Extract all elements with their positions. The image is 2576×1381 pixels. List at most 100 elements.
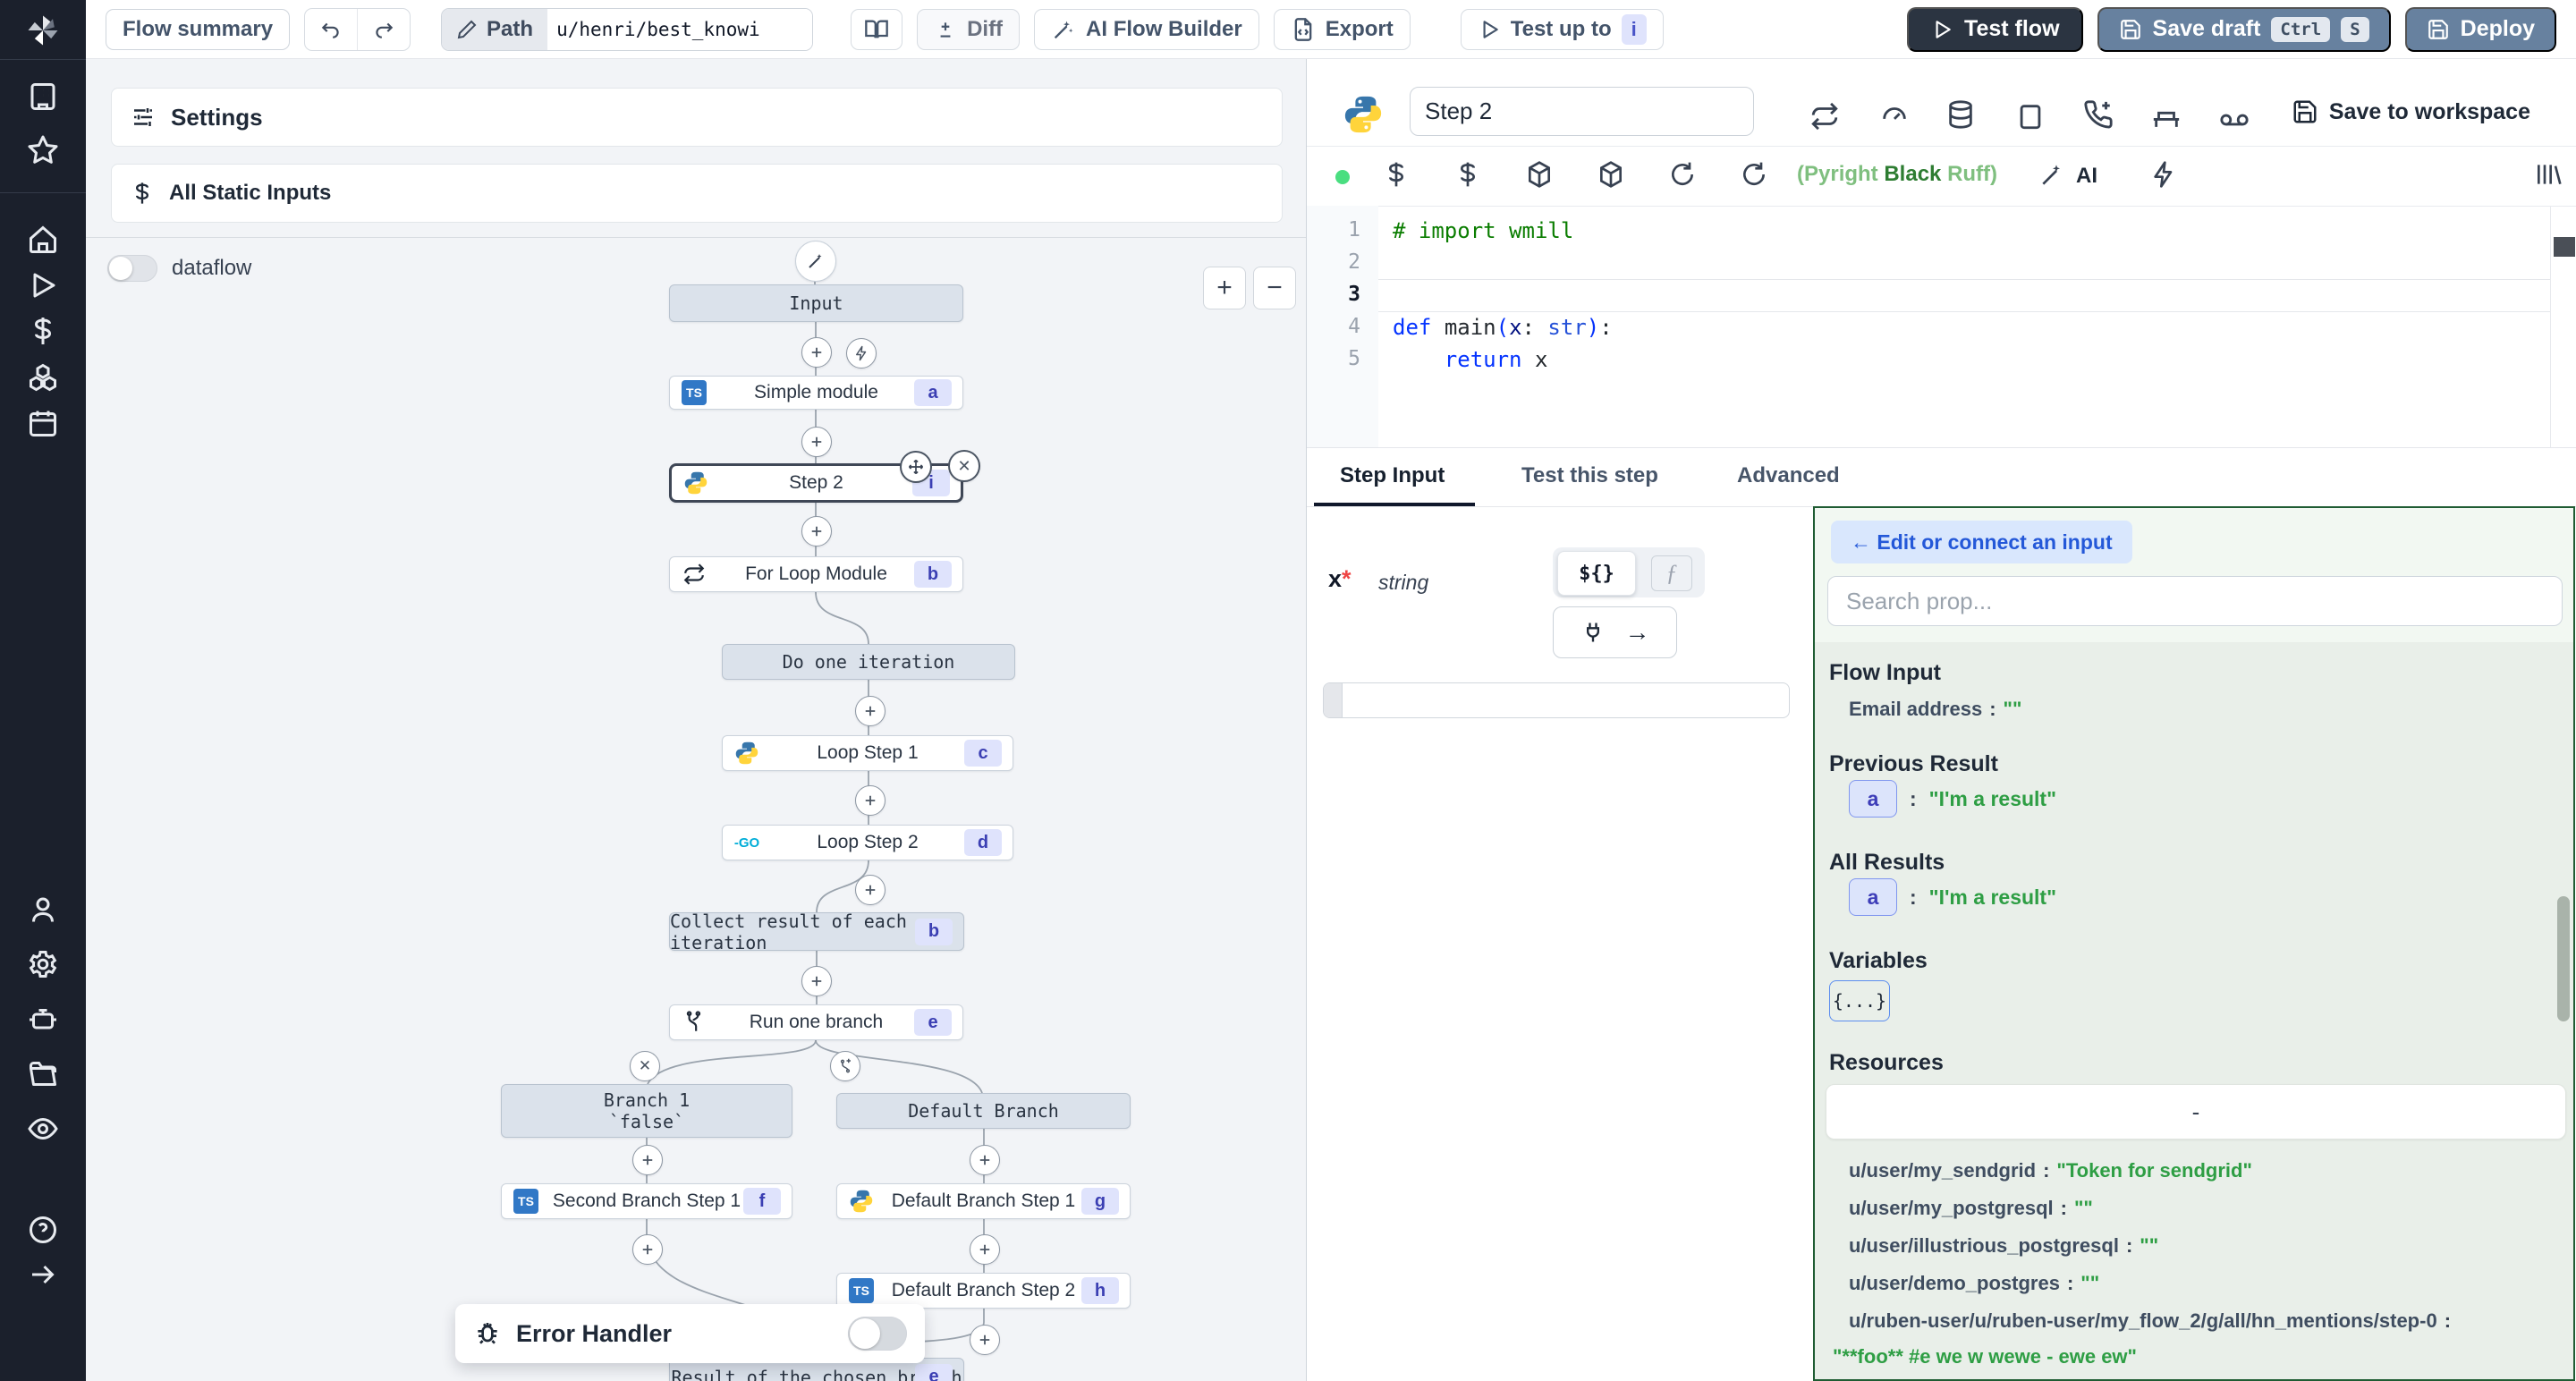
add-step-button[interactable]: [970, 1234, 1000, 1265]
dataflow-toggle[interactable]: [107, 255, 157, 282]
sleep-bench-icon[interactable]: [2151, 103, 2182, 133]
all-results-row[interactable]: a:"I'm a result": [1849, 878, 2056, 916]
sidebar-item-schedules-calendar-icon[interactable]: [27, 407, 59, 439]
add-step-button[interactable]: [632, 1234, 663, 1265]
remove-branch-button[interactable]: ✕: [630, 1051, 660, 1081]
resources-empty-box[interactable]: -: [1826, 1084, 2566, 1140]
add-step-button[interactable]: [855, 696, 886, 726]
editor-scrollbar-thumb[interactable]: [2554, 237, 2575, 257]
sidebar-expand-arrow-icon[interactable]: [27, 1258, 59, 1291]
node-default-branch[interactable]: Default Branch: [836, 1093, 1131, 1129]
resource-row[interactable]: u/user/my_postgresql:"": [1849, 1197, 2093, 1219]
add-step-button[interactable]: [970, 1145, 1000, 1175]
sidebar-item-help-icon[interactable]: [27, 1214, 59, 1246]
sidebar-item-favorites-star-icon[interactable]: [27, 134, 59, 166]
sidebar-item-user-icon[interactable]: [27, 894, 59, 926]
zoom-in-button[interactable]: +: [1203, 267, 1246, 309]
panel-scrollbar-thumb[interactable]: [2557, 896, 2570, 1021]
node-delete-button[interactable]: ✕: [948, 450, 980, 482]
sidebar-item-audit-eye-icon[interactable]: [27, 1113, 59, 1145]
node-input[interactable]: Input: [669, 284, 963, 322]
sidebar-item-workers-robot-icon[interactable]: [27, 1004, 59, 1036]
add-step-button[interactable]: [855, 875, 886, 905]
path-input[interactable]: [547, 8, 813, 50]
add-step-button[interactable]: [801, 966, 832, 996]
package-icon[interactable]: [1597, 160, 1627, 191]
resource-row[interactable]: u/user/illustrious_postgresql:"": [1849, 1234, 2159, 1257]
concurrency-gauge-icon[interactable]: [1879, 101, 1910, 131]
reload-icon[interactable]: [1668, 160, 1699, 191]
node-branch-1[interactable]: Branch 1`false`: [501, 1084, 792, 1138]
sidebar-item-workspace[interactable]: [27, 80, 59, 113]
sidebar-item-resources-cubes-icon[interactable]: [27, 361, 59, 394]
early-stop-square-icon[interactable]: [2015, 101, 2046, 131]
tab-step-input[interactable]: Step Input: [1340, 463, 1445, 487]
connect-input-button[interactable]: →: [1553, 606, 1677, 658]
lightning-icon[interactable]: [2149, 160, 2180, 191]
ai-label[interactable]: AI: [2076, 164, 2097, 188]
sidebar-item-runs-play-icon[interactable]: [27, 269, 59, 301]
mock-voicemail-icon[interactable]: [2219, 105, 2250, 135]
export-button[interactable]: Export: [1273, 8, 1411, 50]
reload-icon[interactable]: [1740, 160, 1770, 191]
add-branch-button[interactable]: [830, 1051, 860, 1081]
open-docs-button[interactable]: [851, 8, 903, 50]
variables-chip[interactable]: {...}: [1829, 980, 1890, 1021]
error-handler-toggle[interactable]: [848, 1317, 907, 1351]
resource-row[interactable]: u/user/demo_postgres:"": [1849, 1272, 2100, 1294]
cache-database-icon[interactable]: [1945, 99, 1976, 130]
resource-row[interactable]: u/ruben-user/u/ruben-user/my_flow_2/g/al…: [1849, 1309, 2452, 1332]
redo-button[interactable]: [358, 9, 410, 50]
previous-result-row[interactable]: a:"I'm a result": [1849, 780, 2056, 818]
result-key-chip[interactable]: a: [1849, 878, 1897, 916]
node-do-one-iteration[interactable]: Do one iteration: [722, 644, 1015, 680]
add-step-button[interactable]: [970, 1325, 1000, 1355]
add-step-button[interactable]: [855, 785, 886, 816]
sidebar-item-folders-icon[interactable]: [27, 1059, 59, 1091]
resource-row-value[interactable]: "**foo** #e we w wewe - ewe ew": [1833, 1345, 2137, 1368]
variable-picker-icon[interactable]: [1382, 160, 1412, 191]
trigger-bolt-button[interactable]: [846, 338, 877, 369]
template-string-button[interactable]: ${}: [1557, 551, 1636, 596]
ai-wand-icon[interactable]: [2038, 160, 2069, 191]
all-static-inputs-row[interactable]: All Static Inputs: [111, 164, 1283, 223]
flow-settings-row[interactable]: Settings: [111, 88, 1283, 147]
tab-test-this-step[interactable]: Test this step: [1521, 463, 1658, 487]
deploy-button[interactable]: Deploy: [2404, 6, 2556, 52]
library-icon[interactable]: [2534, 160, 2564, 191]
ai-flow-builder-button[interactable]: AI Flow Builder: [1034, 8, 1259, 50]
sidebar-item-settings-gear-icon[interactable]: [27, 948, 59, 980]
diff-button[interactable]: Diff: [917, 8, 1021, 50]
add-step-button[interactable]: [801, 337, 832, 368]
sidebar-item-home-icon[interactable]: [27, 224, 59, 256]
suspend-phone-icon[interactable]: [2083, 99, 2114, 130]
sidebar-item-variables-dollar-icon[interactable]: [27, 315, 59, 347]
result-key-chip[interactable]: a: [1849, 780, 1897, 818]
prop-search-input[interactable]: [1827, 576, 2563, 626]
node-move-handle[interactable]: [900, 451, 932, 483]
add-step-button[interactable]: [632, 1145, 663, 1175]
resource-picker-icon[interactable]: [1453, 160, 1484, 191]
windmill-logo-icon[interactable]: [23, 11, 63, 50]
tab-advanced[interactable]: Advanced: [1737, 463, 1840, 487]
edit-or-connect-button[interactable]: ← Edit or connect an input: [1831, 521, 2132, 563]
flow-input-row[interactable]: Email address:"": [1849, 698, 2022, 720]
resource-row[interactable]: u/ruben-user/my_postgres:"24. this is fo…: [1849, 1376, 2343, 1379]
ai-wand-button[interactable]: [795, 241, 836, 282]
add-step-button[interactable]: [801, 516, 832, 546]
path-label[interactable]: Path: [442, 8, 548, 50]
prop-scroll-area[interactable]: [1815, 642, 2573, 1379]
error-handler-bar[interactable]: Error Handler: [455, 1304, 925, 1363]
resource-row[interactable]: u/user/my_sendgrid:"Token for sendgrid": [1849, 1159, 2252, 1182]
save-to-workspace-button[interactable]: Save to workspace: [2292, 98, 2530, 125]
step-name-input[interactable]: [1410, 87, 1754, 136]
